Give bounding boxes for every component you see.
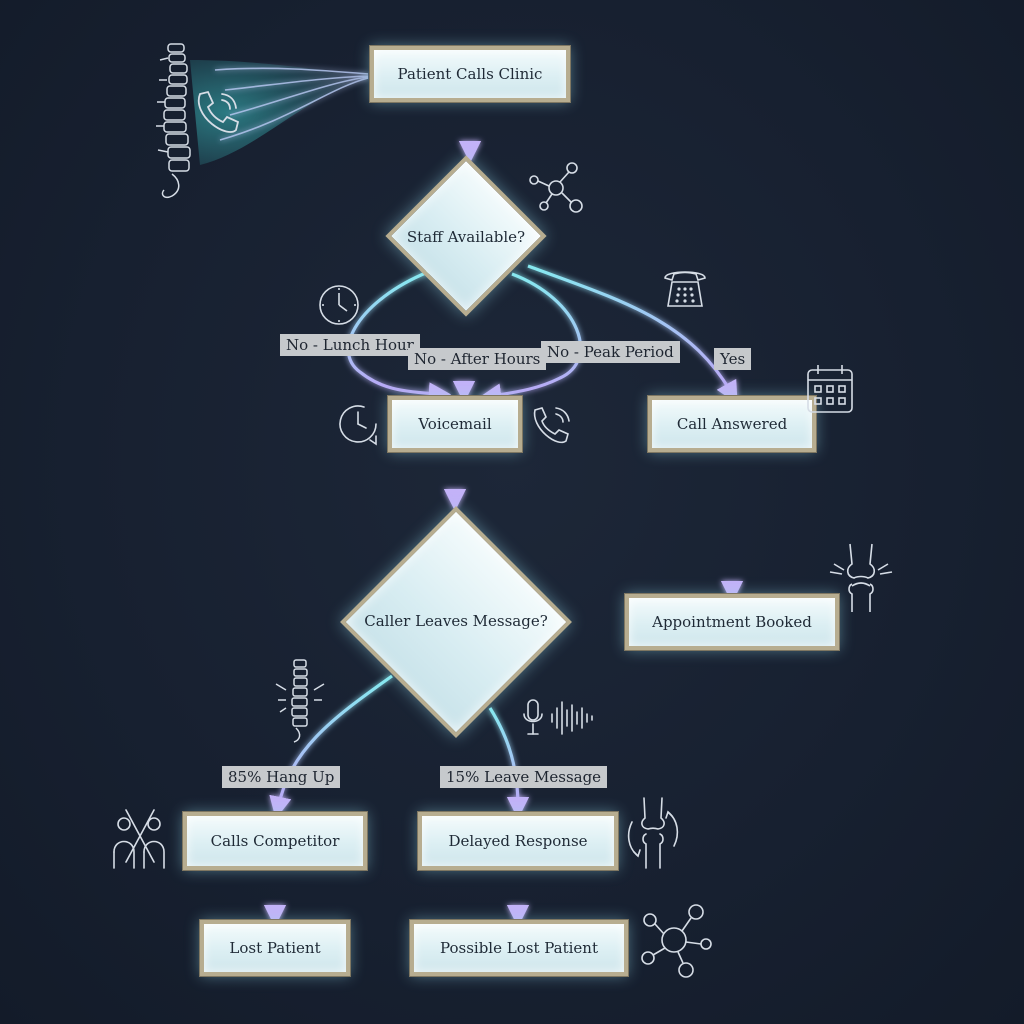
signal-streams (214, 67, 369, 141)
telephone-icon (664, 271, 706, 307)
edge-label-leave-message: 15% Leave Message (440, 766, 608, 788)
edge-lunch-hour (346, 270, 452, 405)
edge-label-hang-up: 85% Hang Up (222, 766, 341, 788)
people-cross-icon (113, 809, 165, 869)
edge-label-after-hours: No - After Hours (408, 348, 547, 370)
phone-ringing-icon (533, 407, 570, 444)
edge-leave-message (488, 707, 530, 820)
node-lost-patient: Lost Patient (199, 919, 351, 977)
phone-call-icon (197, 90, 240, 133)
network-nodes-icon (641, 904, 712, 978)
edge-peak-period (478, 272, 583, 406)
clock-icon (319, 285, 359, 325)
edge-label-yes: Yes (714, 348, 752, 370)
network-icon (529, 162, 583, 213)
spine-icon (156, 43, 191, 199)
history-clock-icon (339, 405, 377, 446)
decision-caller-leaves-message: Caller Leaves Message? (364, 612, 548, 630)
node-calls-competitor: Calls Competitor (182, 811, 368, 871)
knee-joint-icon (829, 543, 893, 612)
edge-label-peak-period: No - Peak Period (541, 341, 680, 363)
node-call-answered: Call Answered (647, 395, 817, 453)
edge-hang-up (269, 674, 393, 819)
microphone-wave-icon (523, 699, 593, 735)
node-delayed-response: Delayed Response (417, 811, 619, 871)
decision-staff-available: Staff Available? (406, 228, 526, 246)
node-voicemail: Voicemail (387, 395, 523, 453)
node-patient-calls-clinic: Patient Calls Clinic (369, 45, 571, 103)
calendar-icon (807, 365, 853, 413)
node-appointment-booked: Appointment Booked (624, 593, 840, 651)
spine-pain-icon (275, 659, 325, 743)
edge-label-lunch-hour: No - Lunch Hour (280, 334, 420, 356)
knee-rotate-icon (627, 797, 679, 869)
node-possible-lost-patient: Possible Lost Patient (409, 919, 629, 977)
